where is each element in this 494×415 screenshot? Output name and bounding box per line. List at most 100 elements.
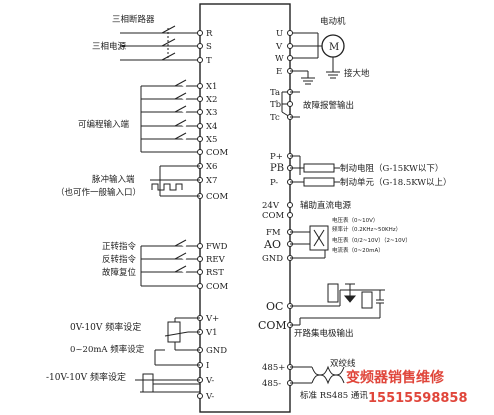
ground-icon-2: [326, 71, 340, 79]
terminal-label-S: S: [206, 42, 212, 52]
terminal-X1: [197, 83, 203, 89]
current-source: [154, 349, 200, 366]
rs485-label: 标准 RS485 通讯: [300, 390, 368, 401]
meter-note-2: 频率计（0.2KHz~50KHz）: [332, 225, 401, 233]
terminal-X3: [197, 109, 203, 115]
terminal-label-X6: X6: [206, 162, 217, 172]
terminal-W: [287, 55, 293, 61]
terminal-label-RST: RST: [206, 268, 224, 278]
terminal-RST: [197, 269, 203, 275]
terminal-24V: [287, 202, 293, 208]
pulse-waveform-icon: [151, 183, 183, 191]
terminal-T: [197, 57, 203, 63]
terminal-label-OC: OC: [266, 300, 283, 313]
twisted-pair-icon: [311, 365, 345, 385]
terminal-X5: [197, 136, 203, 142]
motor-symbol: M: [329, 42, 339, 53]
brake-unit-icon: [303, 177, 335, 187]
analog-label-2: 0~20mA 频率设定: [70, 344, 145, 355]
terminal-COM-1: [197, 149, 203, 155]
terminal-label-X3: X3: [206, 108, 217, 118]
terminal-label-T: T: [206, 56, 212, 66]
fault-reset-label: 故障复位: [102, 267, 137, 278]
watermark-line2: 15515598858: [368, 391, 468, 406]
terminal-label-Tc: Tc: [270, 113, 280, 123]
terminal-COM-3: [287, 212, 293, 218]
aux-power-label: 辅助直流电源: [300, 200, 352, 211]
terminal-label-W: W: [275, 54, 284, 64]
potentiometer-2: [135, 373, 200, 393]
terminal-label-V+: V+: [205, 314, 219, 324]
terminal-label-485-: 485-: [262, 379, 281, 389]
terminal-label-FM: FM: [266, 228, 281, 238]
terminal-label-COM-2: COM: [206, 192, 228, 202]
run-forward-label: 正转指令: [102, 241, 137, 252]
meter-note-4: 电流表（0~20mA）: [332, 246, 384, 254]
terminal-label-P-: P-: [270, 178, 278, 188]
terminal-label-485+: 485+: [262, 363, 285, 373]
terminal-REV: [197, 256, 203, 262]
terminal-label-Tb: Tb: [270, 100, 282, 110]
terminal-label-I: I: [206, 361, 209, 371]
terminal-label-V: V: [275, 42, 283, 52]
fault-relay-label: 故障报警输出: [303, 100, 354, 111]
brake-resistor-icon: [303, 163, 335, 173]
terminal-label-GND-1: GND: [262, 254, 283, 264]
ground-label: 接大地: [344, 68, 370, 79]
power-label: 三相电源: [92, 41, 127, 52]
terminal-label-X5: X5: [206, 135, 217, 145]
potentiometer-1: [164, 317, 200, 351]
terminal-X2: [197, 96, 203, 102]
terminal-label-PB: PB: [270, 163, 284, 174]
terminal-label-COM-4: COM: [206, 282, 228, 292]
terminal-U: [287, 30, 293, 36]
terminal-label-AO: AO: [263, 238, 281, 251]
run-reverse-label: 反转指令: [102, 254, 137, 265]
terminal-label-P+: P+: [270, 152, 283, 162]
open-collector-label: 开路集电极输出: [294, 328, 354, 339]
terminal-label-X2: X2: [206, 95, 217, 105]
terminal-label-V--2: V-: [205, 392, 214, 402]
brake-unit-label: 制动单元（G-18.5KW以上）: [340, 177, 452, 188]
terminal-V--2: [197, 393, 203, 399]
terminal-label-FWD: FWD: [206, 242, 228, 252]
input-switches: [141, 78, 200, 141]
terminal-S: [197, 43, 203, 49]
motor-label: 电动机: [320, 16, 346, 27]
meter-note-1: 电压表（0~10V）: [332, 216, 378, 224]
programmable-inputs-label: 可编程输入端: [78, 119, 130, 130]
terminal-label-Ta: Ta: [270, 88, 280, 98]
analog-label-3: -10V-10V 频率设定: [46, 371, 126, 383]
pulse-input-label: 脉冲输入端: [92, 174, 135, 185]
terminal-label-COM-1: COM: [206, 148, 228, 158]
terminal-label-X1: X1: [206, 82, 217, 92]
terminal-V: [287, 43, 293, 49]
terminal-Tb: [287, 101, 293, 107]
terminal-label-COM-3: COM: [262, 211, 284, 221]
terminal-label-E: E: [276, 67, 282, 77]
meter-icon: [309, 225, 329, 251]
terminal-label-GND-2: GND: [206, 346, 227, 356]
terminal-label-V--1: V-: [205, 376, 214, 386]
ground-icon-1: [301, 77, 315, 85]
pulse-input-note: （也可作一般输入口）: [56, 187, 141, 198]
terminal-label-COM-5: COM: [258, 319, 287, 332]
brake-resistor-label: 制动电阻（G-15KW以下）: [340, 163, 443, 174]
terminal-label-X4: X4: [206, 122, 217, 132]
terminal-label-REV: REV: [206, 255, 226, 265]
terminal-label-R: R: [206, 29, 213, 39]
breaker-label: 三相断路器: [112, 14, 155, 25]
terminal-FWD: [197, 243, 203, 249]
terminal-label-24V: 24V: [262, 201, 280, 211]
open-collector-load-icon: [290, 283, 385, 326]
twisted-pair-label: 双绞线: [330, 358, 356, 369]
terminal-label-V1: V1: [205, 328, 218, 338]
analog-label-1: 0V-10V 频率设定: [70, 321, 141, 333]
meter-note-3: 电压表（0/2~10V）（2~10V）: [332, 236, 411, 244]
terminal-label-U: U: [276, 29, 283, 39]
terminal-R: [197, 30, 203, 36]
terminal-COM-4: [197, 283, 203, 289]
three-phase-breaker: [161, 25, 182, 61]
